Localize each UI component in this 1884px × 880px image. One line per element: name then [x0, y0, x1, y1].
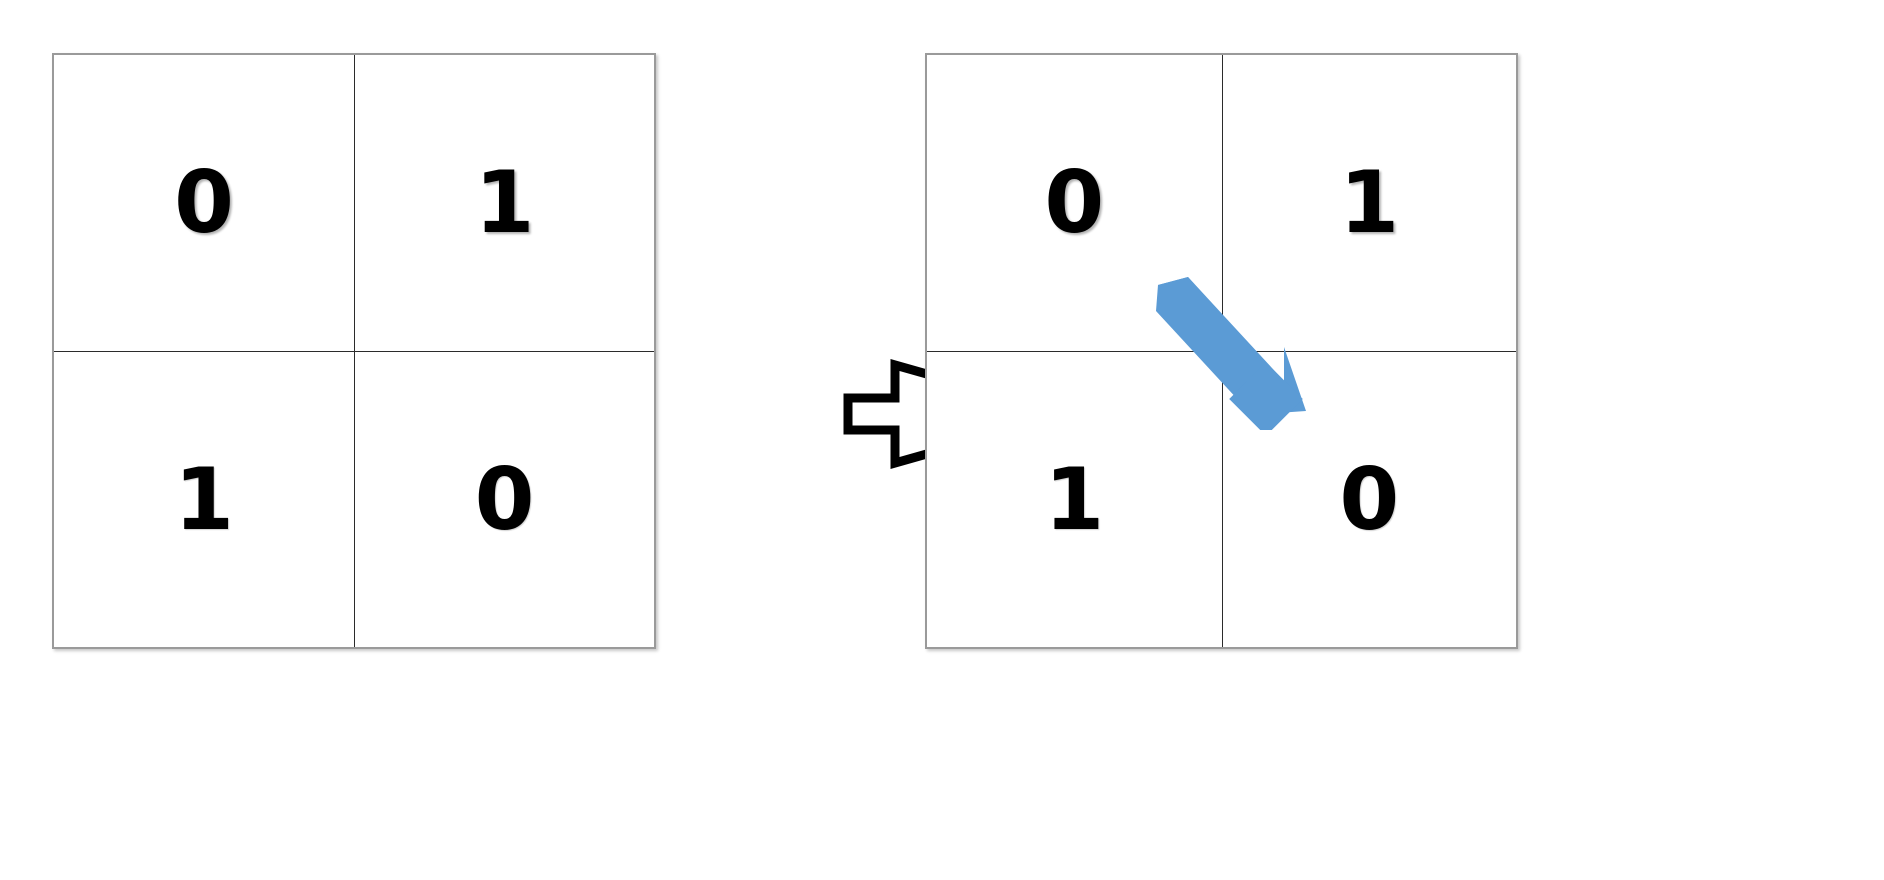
left-cell-r1c1: 0 — [354, 351, 654, 647]
right-cell-r0c1-value: 1 — [1339, 153, 1400, 253]
right-cell-r1c0-value: 1 — [1044, 449, 1105, 550]
left-cell-r0c1: 1 — [354, 55, 654, 351]
after-matrix: 0 1 1 0 — [925, 53, 1518, 649]
right-cell-r0c1: 1 — [1221, 55, 1516, 351]
left-cell-r0c0-value: 0 — [174, 153, 234, 253]
right-cell-r0c0-value: 0 — [1044, 153, 1105, 253]
left-cell-r0c1-value: 1 — [474, 153, 535, 253]
right-cell-r0c0: 0 — [927, 55, 1222, 351]
left-cell-r1c0-value: 1 — [174, 449, 234, 550]
right-cell-r1c0: 1 — [927, 351, 1222, 647]
left-cell-r1c1-value: 0 — [474, 449, 535, 550]
before-matrix: 0 1 1 0 — [52, 53, 656, 649]
left-cell-r1c0: 1 — [54, 351, 354, 647]
left-cell-r0c0: 0 — [54, 55, 354, 351]
right-cell-r1c1-value: 0 — [1339, 449, 1400, 550]
right-cell-r1c1: 0 — [1221, 351, 1516, 647]
